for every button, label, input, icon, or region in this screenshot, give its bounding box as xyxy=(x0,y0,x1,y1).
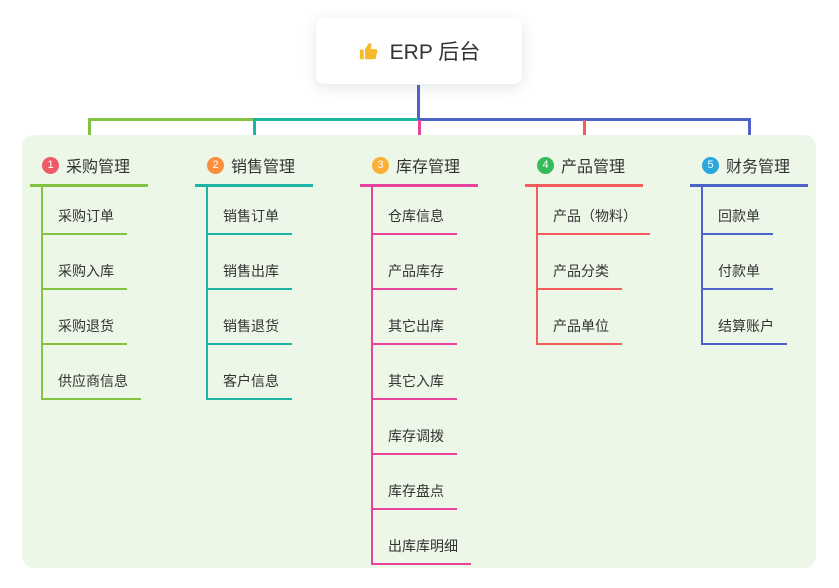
child-node[interactable]: 付款单 xyxy=(703,235,839,290)
child-label: 其它出库 xyxy=(373,316,457,345)
child-label: 出库库明细 xyxy=(373,536,471,565)
connector-segment xyxy=(418,118,751,121)
child-label: 销售出库 xyxy=(208,261,292,290)
branch-drop-line xyxy=(253,120,256,147)
child-node[interactable]: 结算账户 xyxy=(703,290,839,345)
child-label: 产品（物料） xyxy=(538,206,650,235)
branch-header[interactable]: 3 库存管理 xyxy=(360,148,478,187)
child-label: 客户信息 xyxy=(208,371,292,400)
connector-segment xyxy=(253,118,418,121)
thumbs-up-icon-svg xyxy=(359,43,377,60)
branch-node[interactable]: 3 库存管理 仓库信息 产品库存 其它出库 其它入库 库存调拨 库存盘点 出库库… xyxy=(360,148,512,565)
child-node[interactable]: 销售出库 xyxy=(208,235,347,290)
child-label: 采购入库 xyxy=(43,261,127,290)
child-node[interactable]: 供应商信息 xyxy=(43,345,182,400)
connector-segment xyxy=(88,118,254,121)
branch-header[interactable]: 4 产品管理 xyxy=(525,148,643,187)
mindmap-panel: 1 采购管理 采购订单 采购入库 采购退货 供应商信息 2 销售管理 销售订单 … xyxy=(22,135,816,568)
child-label: 库存盘点 xyxy=(373,481,457,510)
branch-node[interactable]: 5 财务管理 回款单 付款单 结算账户 xyxy=(690,148,839,345)
branch-drop-line xyxy=(583,120,586,147)
root-node[interactable]: ERP 后台 xyxy=(316,18,522,84)
branch-node[interactable]: 2 销售管理 销售订单 销售出库 销售退货 客户信息 xyxy=(195,148,347,400)
branch-number-badge: 4 xyxy=(537,156,554,174)
child-node[interactable]: 产品（物料） xyxy=(538,187,677,235)
child-node[interactable]: 出库库明细 xyxy=(373,510,512,565)
child-node[interactable]: 客户信息 xyxy=(208,345,347,400)
child-node[interactable]: 采购订单 xyxy=(43,187,182,235)
branch-children: 仓库信息 产品库存 其它出库 其它入库 库存调拨 库存盘点 出库库明细 xyxy=(371,187,512,565)
branch-header[interactable]: 5 财务管理 xyxy=(690,148,808,187)
branch-node[interactable]: 1 采购管理 采购订单 采购入库 采购退货 供应商信息 xyxy=(30,148,182,400)
branch-label: 库存管理 xyxy=(396,159,461,176)
branch-children: 采购订单 采购入库 采购退货 供应商信息 xyxy=(41,187,182,400)
child-label: 销售订单 xyxy=(208,206,292,235)
child-node[interactable]: 库存盘点 xyxy=(373,455,512,510)
thumbs-up-icon xyxy=(358,40,380,62)
child-node[interactable]: 其它入库 xyxy=(373,345,512,400)
child-node[interactable]: 其它出库 xyxy=(373,290,512,345)
child-label: 产品分类 xyxy=(538,261,622,290)
branch-number-badge: 2 xyxy=(207,156,224,174)
child-label: 采购退货 xyxy=(43,316,127,345)
child-label: 库存调拨 xyxy=(373,426,457,455)
branch-drop-line xyxy=(88,120,91,147)
child-node[interactable]: 库存调拨 xyxy=(373,400,512,455)
branch-number-badge: 3 xyxy=(372,156,389,174)
child-label: 回款单 xyxy=(703,206,773,235)
branch-number-badge: 1 xyxy=(42,156,59,174)
branch-header[interactable]: 1 采购管理 xyxy=(30,148,148,187)
child-node[interactable]: 采购退货 xyxy=(43,290,182,345)
branch-label: 采购管理 xyxy=(66,159,131,176)
branch-label: 财务管理 xyxy=(726,159,791,176)
child-node[interactable]: 销售订单 xyxy=(208,187,347,235)
child-label: 仓库信息 xyxy=(373,206,457,235)
child-node[interactable]: 产品单位 xyxy=(538,290,677,345)
branch-node[interactable]: 4 产品管理 产品（物料） 产品分类 产品单位 xyxy=(525,148,677,345)
child-node[interactable]: 销售退货 xyxy=(208,290,347,345)
branch-drop-line xyxy=(418,120,421,147)
root-title: ERP 后台 xyxy=(389,41,481,64)
child-node[interactable]: 产品分类 xyxy=(538,235,677,290)
child-node[interactable]: 回款单 xyxy=(703,187,839,235)
child-label: 其它入库 xyxy=(373,371,457,400)
branch-header[interactable]: 2 销售管理 xyxy=(195,148,313,187)
child-label: 产品库存 xyxy=(373,261,457,290)
branch-children: 产品（物料） 产品分类 产品单位 xyxy=(536,187,677,345)
branch-drop-line xyxy=(748,120,751,147)
branch-children: 销售订单 销售出库 销售退货 客户信息 xyxy=(206,187,347,400)
child-label: 供应商信息 xyxy=(43,371,141,400)
child-node[interactable]: 采购入库 xyxy=(43,235,182,290)
child-label: 结算账户 xyxy=(703,316,787,345)
root-vertical-line xyxy=(417,85,420,121)
child-label: 产品单位 xyxy=(538,316,622,345)
branch-number-badge: 5 xyxy=(702,156,719,174)
child-label: 采购订单 xyxy=(43,206,127,235)
child-node[interactable]: 仓库信息 xyxy=(373,187,512,235)
child-node[interactable]: 产品库存 xyxy=(373,235,512,290)
branch-children: 回款单 付款单 结算账户 xyxy=(701,187,839,345)
child-label: 销售退货 xyxy=(208,316,292,345)
branch-label: 产品管理 xyxy=(561,159,626,176)
child-label: 付款单 xyxy=(703,261,773,290)
branch-label: 销售管理 xyxy=(231,159,296,176)
